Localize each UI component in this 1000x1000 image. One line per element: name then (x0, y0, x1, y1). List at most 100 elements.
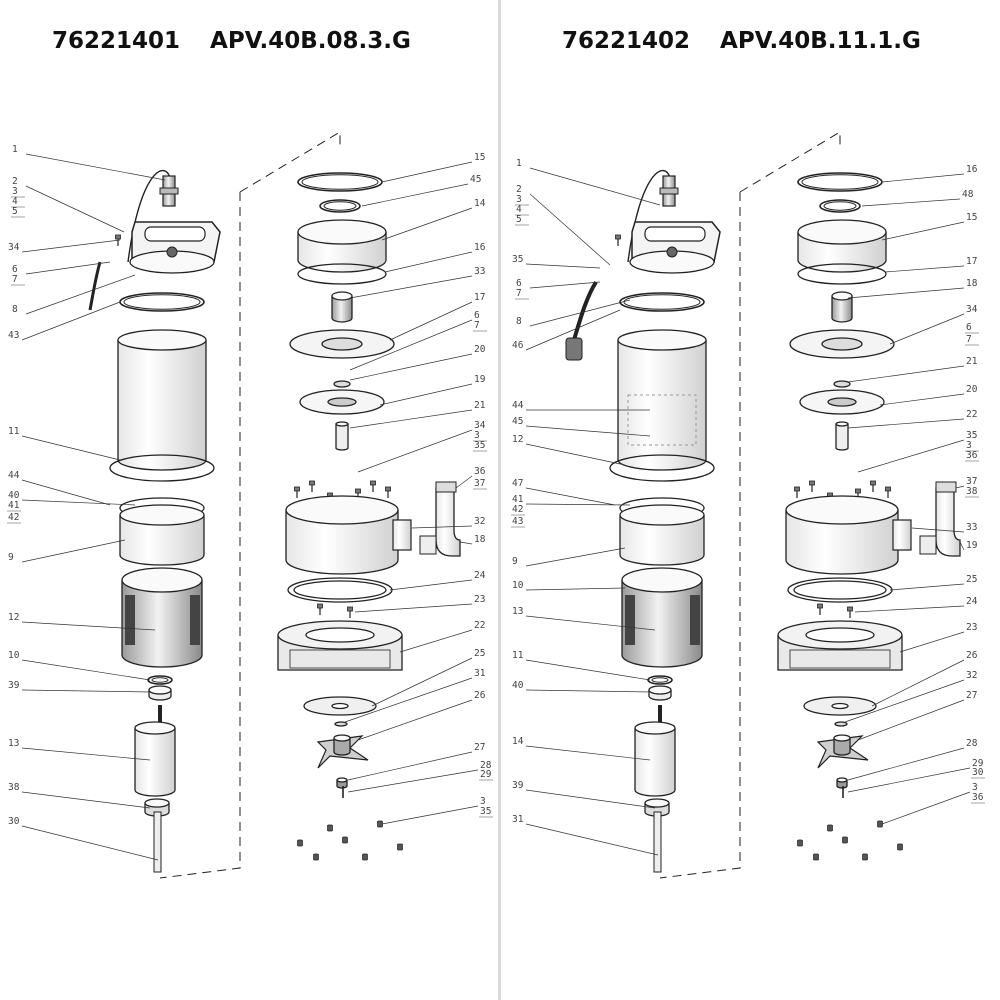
shaft-sleeve-body (335, 424, 349, 451)
shaft-sleeve (835, 421, 849, 451)
leader-line (25, 185, 125, 233)
callout-22: 30 (8, 816, 159, 861)
top-o-ring-outer (297, 172, 383, 192)
leader-line (399, 629, 473, 653)
impeller-hub-body (833, 738, 851, 756)
leader-line (21, 791, 151, 809)
callout-label: 42 (512, 504, 523, 515)
right-product-code: 76221402 (562, 28, 691, 54)
leader-line (525, 789, 656, 809)
impeller-washer (834, 721, 848, 727)
seal-ring-outer (319, 199, 361, 213)
callout-19: 10 (512, 580, 626, 591)
leader-line (347, 751, 473, 781)
cover-boss (666, 246, 678, 258)
leader-line (847, 287, 965, 299)
callout-42: 33 (911, 522, 977, 533)
callout-50: 3 (381, 796, 486, 825)
callout-47: 27 (347, 742, 485, 781)
callout-2: 2 (516, 184, 611, 266)
leader-line (21, 479, 111, 506)
callout-10: 43 (8, 301, 121, 341)
leader-line (349, 275, 473, 299)
callout-43: 19 (959, 540, 978, 551)
mechanical-seal-body (331, 296, 353, 323)
callout-label: 25 (474, 648, 485, 659)
motor-o-ring-inner (623, 294, 701, 310)
callout-label: 12 (512, 434, 523, 445)
shaft-sleeve (335, 421, 349, 451)
callout-label: 10 (512, 580, 524, 591)
callout-label: 9 (512, 556, 518, 567)
callout-label: 39 (8, 680, 20, 691)
callout-label: 45 (470, 174, 481, 185)
callout-10: 46 (512, 309, 621, 351)
leader-line (21, 301, 121, 341)
nut-1 (297, 839, 303, 847)
callout-23: 15 (381, 152, 485, 183)
callout-label: 37 (474, 478, 485, 489)
body-bolt-6 (385, 486, 391, 498)
callout-51: 29 (847, 758, 984, 793)
right-callouts: 1234535678464445124741424391013114014393… (511, 158, 985, 856)
callout-24: 39 (512, 780, 656, 809)
callout-label: 3 (12, 186, 18, 197)
callout-label: 35 (480, 806, 491, 817)
nut-1 (797, 839, 803, 847)
callout-28: 17 (389, 292, 485, 341)
callout-label: 19 (474, 374, 486, 385)
shaft-sleeve-top (835, 421, 849, 427)
stator-sleeve-top (119, 504, 205, 526)
callout-label: 15 (474, 152, 485, 163)
callout-label: 4 (516, 204, 522, 215)
seal-ring (819, 199, 861, 213)
top-o-ring (797, 172, 883, 192)
hose-barb (935, 481, 957, 493)
leader-line (911, 527, 965, 533)
rotor-body (634, 728, 676, 797)
cover-screw (615, 234, 621, 246)
callout-33: 21 (349, 400, 486, 429)
pump-body-top (785, 495, 899, 525)
nut-2 (313, 853, 319, 861)
callout-23: 14 (512, 736, 651, 761)
callout-26: 16 (384, 242, 486, 273)
mechanical-seal (331, 291, 353, 323)
callout-label: 2 (12, 176, 18, 187)
leader-line (529, 281, 601, 289)
stator-sleeve-top (619, 504, 705, 526)
nut-7 (897, 843, 903, 851)
hose-elbow (435, 487, 461, 557)
motor-o-ring-outer (119, 292, 205, 312)
callout-label: 24 (966, 596, 978, 607)
callout-32: 19 (379, 374, 486, 406)
elbow-fitting (419, 535, 437, 555)
callout-4: 4 (515, 204, 529, 216)
leader-line (861, 198, 961, 207)
assembly-guide-bottom (159, 192, 241, 879)
rotor (634, 721, 676, 797)
callout-27: 33 (349, 266, 485, 299)
callout-label: 12 (8, 612, 19, 623)
stator-winding-right (690, 595, 700, 645)
callout-label: 30 (972, 767, 984, 778)
callout-13: 12 (512, 434, 626, 466)
callout-11: 11 (8, 426, 121, 461)
leader-line (21, 499, 136, 506)
callout-19: 39 (8, 680, 151, 693)
callout-label: 44 (8, 470, 20, 481)
housing-flange (109, 454, 215, 482)
base-gasket-inner (293, 580, 387, 600)
body-bolt-4-head (355, 488, 361, 494)
top-o-ring-inner (801, 174, 879, 190)
callout-label: 21 (966, 356, 978, 367)
nut-3 (327, 824, 333, 832)
callout-17: 12 (8, 612, 156, 631)
nut-5 (862, 853, 868, 861)
callout-label: 34 (966, 304, 978, 315)
callout-label: 31 (512, 814, 524, 825)
callout-27: 48 (861, 189, 974, 207)
callout-label: 5 (516, 214, 522, 225)
